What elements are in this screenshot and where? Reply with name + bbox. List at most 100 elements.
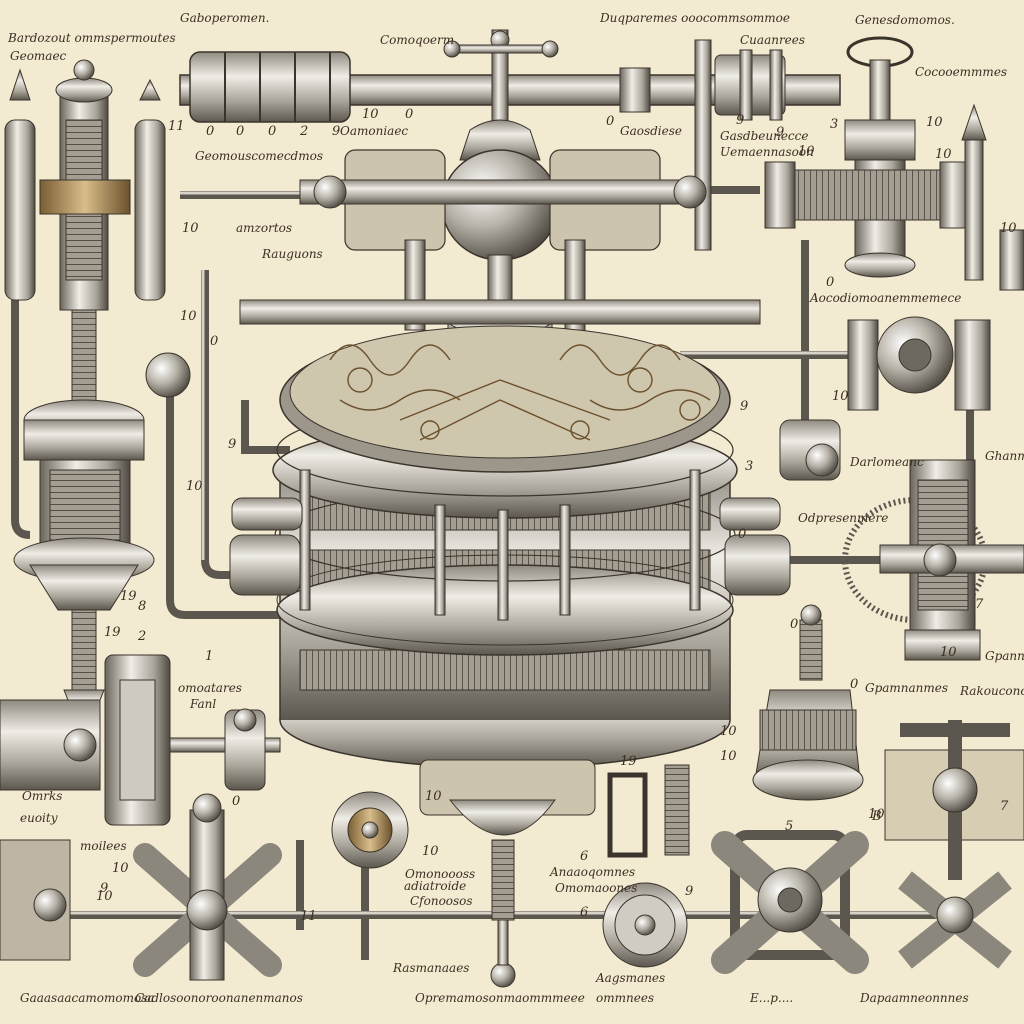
label-right-mid-3: Ghanmeeas [985,449,1024,463]
ref-numeral: 0 [826,275,834,290]
label-top-5: Genesdomomos. [855,13,955,27]
label-top-1: Gaboperomen. [180,11,269,25]
label-left-lower-1: omoatares [178,681,242,695]
label-center-right-upper: Gaosdiese [620,124,682,138]
label-left-lower-3: Omrks [22,789,62,803]
ref-numeral: 7 [975,597,984,612]
ref-numeral: 10 [868,807,885,822]
label-left-mid-1: Geomouscomecdmos [195,149,323,163]
label-right-mid-2: Darlomeanc [849,455,924,469]
ref-numeral: 10 [422,844,439,859]
ref-numeral: 10 [182,221,199,236]
left-cross-frame [0,793,282,981]
left-bracket-device [0,654,281,826]
ref-numeral: 10 [720,724,737,739]
label-right-mid-4: Odpresenmere [798,511,888,525]
top-shaft [179,39,841,251]
ref-numeral: 19 [620,754,637,769]
label-left-lower-2: Fanl [189,697,216,711]
lever-ball [145,352,191,398]
main-drum [229,325,791,769]
ref-numeral: 7 [1000,799,1009,814]
ref-numeral: 0 [790,617,798,632]
ref-numeral: 9 [736,113,744,128]
ref-numeral: 19 [120,589,137,604]
ref-numeral: 11 [168,119,185,134]
right-cross-frame [884,720,1024,969]
ref-numeral: 10 [926,115,943,130]
label-center-lower-1: Omonoooss [405,867,475,881]
label-right-lower-2: Rakouconcmes [959,684,1024,698]
label-top-left-1: Bardozout ommspermoutes [7,31,176,45]
ref-numeral: 0 [606,114,614,129]
ref-numeral: 11 [300,909,317,924]
label-top-left-2: Geomaec [10,49,67,63]
ref-numeral: 9 [740,399,748,414]
ref-numeral: 6 [580,849,588,864]
label-bottom-4: Opremamosonmaommmeee [415,991,585,1005]
right-pump [779,316,991,481]
callout-labels: Bardozout ommspermoutes Geomaec Gabopero… [7,11,1024,1005]
center-cross-frame [711,830,869,974]
ref-numeral: 9 [100,881,108,896]
left-column [4,59,166,721]
label-top-2: Comoqoerm [380,33,454,47]
ref-numeral: 6 [580,905,588,920]
ref-numeral: 10 [935,147,952,162]
ref-numeral: 0 [210,334,218,349]
ref-numeral: 19 [104,625,121,640]
ref-numeral: 0 [268,124,276,139]
ref-numeral: 0 [405,107,413,122]
reference-numerals: 0 0 0 2 9 10 0 0 9 9 10 3 10 10 10 11 10… [96,107,1017,924]
label-bottom-3: Rasmanaaes [392,961,469,975]
ref-numeral: 5 [785,819,793,834]
label-left-tool: Rauguons [261,247,323,261]
label-right-mid: Aocodiomoanemmemece [809,291,961,305]
label-right-lower-3: Gpannses [985,649,1024,663]
ref-numeral: 10 [1000,221,1017,236]
label-right-upper-2: Uemaennasoon [720,145,814,159]
ref-numeral: 10 [180,309,197,324]
ref-numeral: 10 [798,144,815,159]
right-spike-wheel [842,459,1024,661]
label-right-lower: Gpamnanmes [865,681,948,695]
label-center-lower-5: Omomaoones [555,881,637,895]
ref-numeral: 8 [138,599,146,614]
bevel-gear [752,604,864,801]
label-left-mid-2: amzortos [236,221,292,235]
label-top-6: Cocooemmmes [915,65,1007,79]
ref-numeral: 10 [832,389,849,404]
drum-base [419,759,596,988]
label-center-lower-4: Anaaoqomnes [549,865,635,879]
ref-numeral: 0 [850,677,858,692]
label-top-3: Duqparemes ooocommsommoe [599,11,790,25]
label-bottom-1: Gaaasaacamomomosa [20,991,155,1005]
ref-numeral: 10 [720,749,737,764]
right-top-unit [764,36,1024,291]
label-center-upper: Oamoniaec [340,124,408,138]
ref-numeral: 10 [940,645,957,660]
label-right-upper: Gasdbeunecce [720,129,808,143]
ref-numeral: 9 [228,437,236,452]
ref-numeral: 10 [186,479,203,494]
ref-numeral: 0 [738,527,746,542]
governor-side-boxes [239,149,761,341]
pulley [602,764,690,968]
label-bottom-7: E...p.... [749,991,793,1005]
label-center-lower-3: Cfonoosos [410,894,473,908]
label-left-lower-5: moilees [80,839,127,853]
ref-numeral: 0 [206,124,214,139]
ref-numeral: 3 [745,459,753,474]
small-governor-lower [331,791,409,869]
label-bottom-5: Aagsmanes [595,971,665,985]
ref-numeral: 0 [232,794,240,809]
ref-numeral: B [871,809,882,824]
ref-numeral: 10 [425,789,442,804]
label-bottom-8: Dapaamneonnnes [859,991,969,1005]
ref-numeral: 10 [96,889,113,904]
label-bottom-2: Cadlosoonoroonanenmanos [135,991,303,1005]
ref-numeral: 3 [830,117,838,132]
label-bottom-6: ommnees [596,991,654,1005]
label-center-lower-2: adiatroide [404,879,466,893]
